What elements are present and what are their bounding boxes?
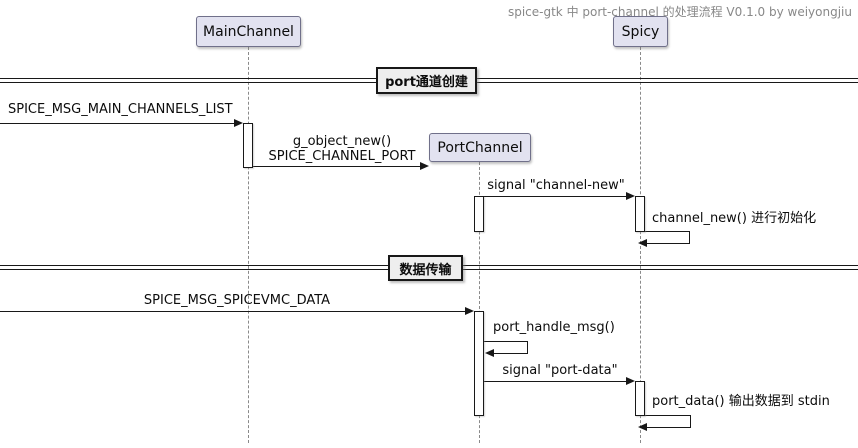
participant-portchannel: PortChannel bbox=[429, 133, 531, 162]
message-signal-channel-new-line bbox=[484, 196, 626, 197]
activation-spicy-2 bbox=[635, 381, 645, 416]
selfmessage-port-data-label: port_data() 输出数据到 stdin bbox=[652, 394, 830, 409]
participant-mainchannel-label: MainChannel bbox=[203, 23, 294, 40]
selfmessage-port-handle-msg-line-top bbox=[484, 341, 527, 342]
message-signal-channel-new-label: signal "channel-new" bbox=[487, 178, 625, 193]
arrowhead-right-icon bbox=[465, 307, 474, 315]
selfmessage-channel-new-line-bottom bbox=[647, 243, 689, 244]
divider-create-label: port通道创建 bbox=[385, 75, 468, 90]
activation-portchannel-1 bbox=[474, 196, 484, 232]
arrowhead-left-icon bbox=[638, 423, 647, 431]
divider-transfer-box: 数据传输 bbox=[388, 255, 463, 281]
message-spicechannelport-label: SPICE_CHANNEL_PORT bbox=[268, 149, 416, 164]
divider-transfer-label: 数据传输 bbox=[399, 262, 452, 278]
arrowhead-left-icon bbox=[485, 349, 494, 357]
lifeline-portchannel bbox=[479, 162, 480, 443]
message-gobjectnew-label: g_object_new() bbox=[292, 134, 392, 149]
participant-portchannel-label: PortChannel bbox=[437, 139, 523, 156]
arrowhead-left-icon bbox=[638, 239, 647, 247]
message-signal-port-data-label: signal "port-data" bbox=[502, 363, 618, 378]
activation-spicy-1 bbox=[635, 196, 645, 232]
message-signal-port-data-line bbox=[484, 381, 626, 382]
message-spicevmc-data-label: SPICE_MSG_SPICEVMC_DATA bbox=[143, 293, 331, 308]
message-gobjectnew-line bbox=[253, 166, 420, 167]
activation-portchannel-2 bbox=[474, 311, 484, 416]
message-main-channels-list-label: SPICE_MSG_MAIN_CHANNELS_LIST bbox=[8, 102, 233, 117]
selfmessage-port-data-line-right bbox=[690, 415, 691, 428]
selfmessage-channel-new-label: channel_new() 进行初始化 bbox=[652, 211, 817, 226]
selfmessage-port-handle-msg-line-right bbox=[527, 341, 528, 354]
arrowhead-right-icon bbox=[420, 162, 429, 170]
message-spicevmc-data-line bbox=[0, 311, 465, 312]
selfmessage-channel-new-line-right bbox=[689, 231, 690, 244]
participant-spicy-label: Spicy bbox=[621, 23, 660, 40]
selfmessage-port-handle-msg-label: port_handle_msg() bbox=[493, 320, 615, 335]
selfmessage-port-handle-msg-line-bottom bbox=[494, 353, 527, 354]
selfmessage-port-data-line-top bbox=[645, 415, 690, 416]
participant-spicy: Spicy bbox=[613, 16, 668, 47]
selfmessage-channel-new-line-top bbox=[645, 231, 689, 232]
selfmessage-port-data-line-bottom bbox=[647, 427, 690, 428]
arrowhead-right-icon bbox=[234, 119, 243, 127]
arrowhead-right-icon bbox=[626, 192, 635, 200]
message-main-channels-list-line bbox=[0, 123, 234, 124]
divider-create-box: port通道创建 bbox=[376, 67, 477, 94]
participant-mainchannel: MainChannel bbox=[196, 16, 301, 47]
diagram-title: spice-gtk 中 port-channel 的处理流程 V0.1.0 by… bbox=[507, 5, 852, 19]
arrowhead-right-icon bbox=[626, 377, 635, 385]
activation-mainchannel bbox=[243, 123, 253, 168]
lifeline-mainchannel bbox=[248, 47, 249, 443]
